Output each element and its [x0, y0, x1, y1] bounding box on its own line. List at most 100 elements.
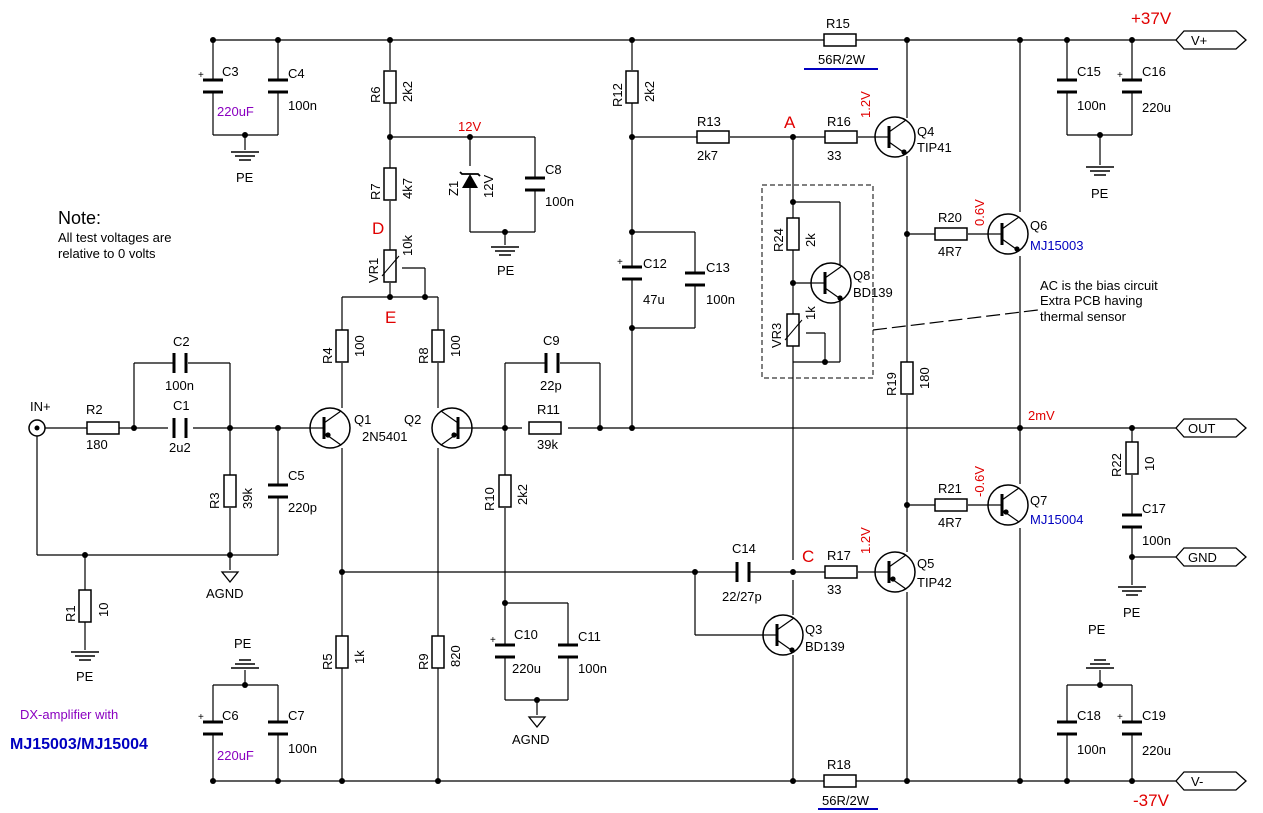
test-point-e: E — [385, 308, 396, 327]
c16-ref-label: C16 — [1142, 64, 1166, 79]
c17-ref-label: C17 — [1142, 501, 1166, 516]
c1-ref-label: C1 — [173, 398, 190, 413]
c12-polarity-mark: + — [617, 257, 623, 268]
junction-dot — [387, 294, 393, 300]
q4-value-label: TIP41 — [917, 140, 952, 155]
earth-ground-icon — [231, 151, 259, 161]
junction-dot — [275, 425, 281, 431]
r4-ref-label: R4 — [320, 347, 335, 364]
r9-resistor-symbol — [431, 635, 445, 669]
c15-value-label: 100n — [1077, 98, 1106, 113]
r16-resistor-symbol — [824, 130, 858, 144]
caption-line1: DX-amplifier with — [20, 707, 118, 722]
analog-ground-icon — [527, 716, 547, 729]
port-and-ground-symbols — [28, 30, 1247, 791]
c16-value-label: 220u — [1142, 100, 1171, 115]
test-point-d: D — [372, 219, 384, 238]
vr1-value-label: 10k — [400, 235, 415, 256]
q6-ref-label: Q6 — [1030, 218, 1047, 233]
junction-dot — [1064, 37, 1070, 43]
junction-dot — [597, 425, 603, 431]
r18-resistor-symbol — [823, 774, 857, 788]
junction-dot — [227, 552, 233, 558]
test-point-c: C — [802, 547, 814, 566]
bias-note-line3: thermal sensor — [1040, 309, 1127, 324]
junction-dot — [1064, 778, 1070, 784]
r3-ref-label: R3 — [207, 492, 222, 509]
junction-dot — [790, 280, 796, 286]
junction-dot — [1097, 682, 1103, 688]
ground-pe-c6: PE — [234, 636, 252, 651]
input-jack-pin-icon — [34, 425, 40, 431]
ground-agnd-c10: AGND — [512, 732, 550, 747]
ground-pe-c3: PE — [236, 170, 254, 185]
note-title: Note: — [58, 208, 101, 228]
junction-dot — [1129, 554, 1135, 560]
r21-resistor-symbol — [934, 498, 968, 512]
earth-ground-icon — [491, 246, 519, 256]
component-symbols: ++++++ — [78, 33, 1142, 810]
c8-value-label: 100n — [545, 194, 574, 209]
junction-dot — [904, 778, 910, 784]
r15-resistor-symbol — [823, 33, 857, 47]
junction-dot — [1129, 425, 1135, 431]
c6-polarity-mark: + — [198, 712, 204, 723]
voltage-zener: 12V — [458, 119, 481, 134]
note-line1: All test voltages are — [58, 230, 171, 245]
junction-dot — [1017, 425, 1023, 431]
junction-dot — [435, 778, 441, 784]
r10-ref-label: R10 — [482, 487, 497, 511]
input-label: IN+ — [30, 399, 51, 414]
c16-polarity-mark: + — [1117, 70, 1123, 81]
port-connector-icon — [1175, 771, 1247, 791]
c13-value-label: 100n — [706, 292, 735, 307]
vplus-port-label: V+ — [1191, 33, 1207, 48]
c18-value-label: 100n — [1077, 742, 1106, 757]
r12-resistor-symbol — [625, 70, 639, 104]
c15-ref-label: C15 — [1077, 64, 1101, 79]
junction-dot — [1017, 37, 1023, 43]
ground-pe-r1: PE — [76, 669, 94, 684]
junction-dot — [1097, 132, 1103, 138]
r3-resistor-symbol — [223, 474, 237, 508]
c10-ref-label: C10 — [514, 627, 538, 642]
r20-value-label: 4R7 — [938, 244, 962, 259]
q2-transistor-symbol — [431, 407, 473, 449]
junction-dot — [387, 134, 393, 140]
c8-ref-label: C8 — [545, 162, 562, 177]
c3-polarity-mark: + — [198, 70, 204, 81]
junction-dot — [275, 37, 281, 43]
c5-value-label: 220p — [288, 500, 317, 515]
junction-dot — [692, 569, 698, 575]
q6-value-label: MJ15003 — [1030, 238, 1083, 253]
junction-dot — [629, 37, 635, 43]
r7-ref-label: R7 — [368, 183, 383, 200]
q8-transistor-symbol — [810, 262, 852, 304]
r7-resistor-symbol — [383, 167, 397, 201]
c4-ref-label: C4 — [288, 66, 305, 81]
junction-dot — [502, 600, 508, 606]
earth-ground-icon — [71, 651, 99, 661]
c9-value-label: 22p — [540, 378, 562, 393]
r6-ref-label: R6 — [368, 86, 383, 103]
q1-ref-label: Q1 — [354, 412, 371, 427]
r20-ref-label: R20 — [938, 210, 962, 225]
junction-dot — [1129, 37, 1135, 43]
junction-dot — [790, 778, 796, 784]
junction-dot — [629, 325, 635, 331]
junction-dot — [790, 199, 796, 205]
q3-value-label: BD139 — [805, 639, 845, 654]
earth-ground-icon — [1086, 659, 1114, 669]
r12-ref-label: R12 — [610, 83, 625, 107]
c7-ref-label: C7 — [288, 708, 305, 723]
vplus-label: +37V — [1131, 9, 1172, 28]
voltage-r17: 1.2V — [858, 527, 873, 554]
c14-ref-label: C14 — [732, 541, 756, 556]
junction-dot — [629, 229, 635, 235]
r10-value-label: 2k2 — [515, 484, 530, 505]
r1-resistor-symbol — [78, 589, 92, 623]
vr1-wiper-arrow — [381, 255, 400, 277]
r8-resistor-symbol — [431, 329, 445, 363]
junction-dot — [534, 697, 540, 703]
